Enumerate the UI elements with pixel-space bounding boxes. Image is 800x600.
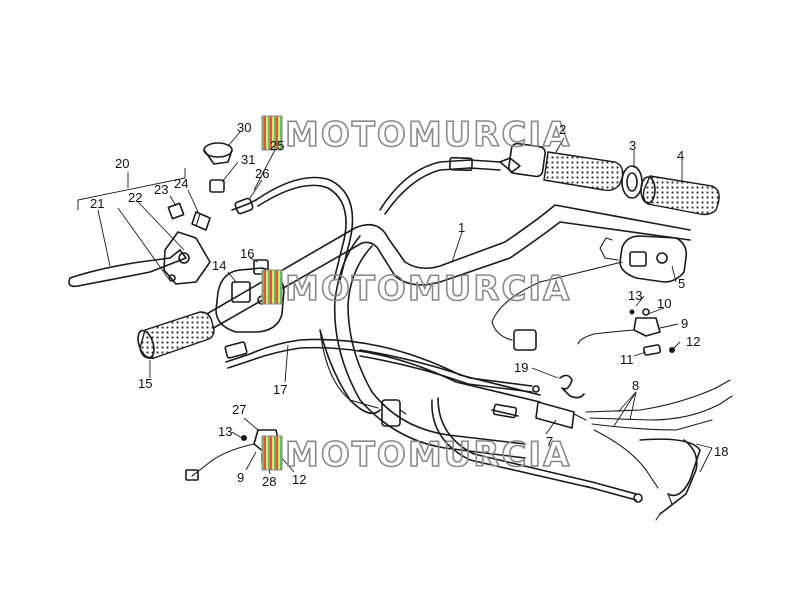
throttle-cable-pair — [639, 379, 733, 521]
adjuster — [191, 211, 211, 231]
callout-18: 18 — [714, 444, 728, 459]
cable-lower-arc — [431, 397, 643, 503]
throttle-cable-upper — [379, 156, 521, 215]
long-cable-center — [359, 349, 540, 393]
callout-19: 19 — [514, 360, 528, 375]
cable-clip — [531, 367, 585, 399]
callout-12-left: 12 — [292, 472, 306, 487]
brake-switch-right — [577, 295, 681, 357]
callout-16: 16 — [240, 246, 254, 261]
callout-15: 15 — [138, 376, 152, 391]
callout-10: 10 — [657, 296, 671, 311]
clutch-lever — [68, 249, 187, 288]
callout-24: 24 — [174, 176, 188, 191]
mirror-cap — [203, 131, 241, 193]
throttle-grip — [508, 137, 624, 192]
lever-bracket — [163, 231, 211, 285]
left-wiring — [319, 329, 379, 409]
callout-26: 26 — [255, 166, 269, 181]
callout-14: 14 — [212, 258, 226, 273]
choke-cable-set — [585, 387, 721, 489]
watermark-bottom: MOTOMURCIA — [261, 434, 571, 476]
callout-1: 1 — [458, 220, 465, 235]
grip-washer — [621, 150, 643, 199]
callout-31: 31 — [241, 152, 255, 167]
callout-21: 21 — [90, 196, 104, 211]
callout-28: 28 — [262, 474, 276, 489]
callout-25: 25 — [270, 138, 284, 153]
callout-27: 27 — [232, 402, 246, 417]
callout-12-right: 12 — [686, 334, 700, 349]
callouts-left-lever — [77, 168, 199, 279]
callout-17: 17 — [273, 382, 287, 397]
callout-20: 20 — [115, 156, 129, 171]
bracket-screw — [167, 202, 185, 220]
right-switch-housing — [491, 235, 688, 351]
callout-4: 4 — [677, 148, 684, 163]
choke-cable — [231, 149, 354, 281]
callout-numbers: 1 2 3 4 5 7 8 9 9 10 11 12 12 13 13 14 1… — [90, 120, 728, 489]
callout-7: 7 — [546, 434, 553, 449]
watermark-text: MOTOMURCIA — [285, 269, 571, 309]
callout-23: 23 — [154, 182, 168, 197]
right-grip — [640, 160, 720, 216]
callout-13-left: 13 — [218, 424, 232, 439]
callout-11: 11 — [620, 352, 634, 367]
callout-9-right: 9 — [681, 316, 688, 331]
watermark-text: MOTOMURCIA — [285, 115, 571, 155]
callout-9-left: 9 — [237, 470, 244, 485]
callout-22: 22 — [128, 190, 142, 205]
watermark-text: MOTOMURCIA — [285, 435, 571, 475]
callout-8: 8 — [632, 378, 639, 393]
callout-2: 2 — [559, 122, 566, 137]
callout-30: 30 — [237, 120, 251, 135]
watermark-top: MOTOMURCIA — [261, 114, 571, 156]
callout-13-right: 13 — [628, 288, 642, 303]
watermark-middle: MOTOMURCIA — [261, 268, 571, 310]
throttle-cable-lower — [491, 401, 587, 435]
callout-leader-1 — [451, 231, 463, 263]
clutch-cable — [224, 338, 541, 403]
left-grip — [137, 311, 215, 378]
handlebar — [204, 204, 691, 459]
callout-5: 5 — [678, 276, 685, 291]
callout-3: 3 — [629, 138, 636, 153]
